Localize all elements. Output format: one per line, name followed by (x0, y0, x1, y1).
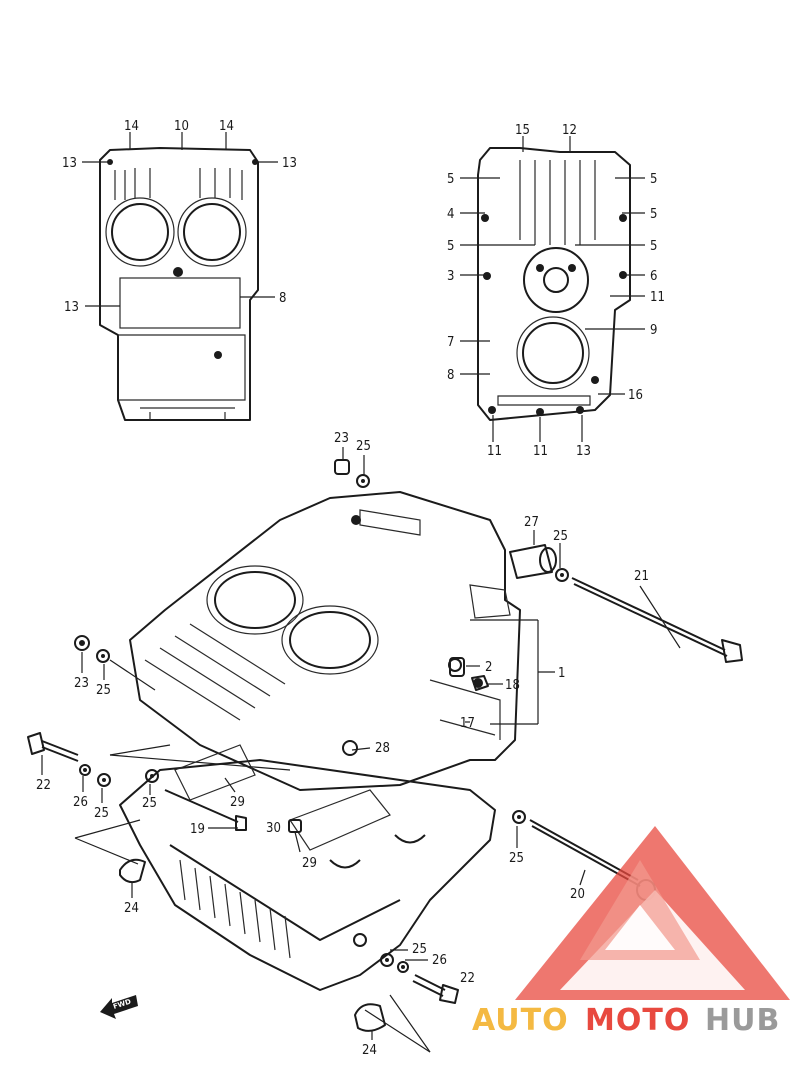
label-8: 8 (279, 291, 286, 306)
logo-text-auto: AUTO (472, 1003, 569, 1038)
label-13: 13 (282, 156, 297, 171)
label-25: 25 (94, 806, 109, 821)
label-5: 5 (650, 172, 657, 187)
label-25: 25 (356, 439, 371, 454)
label-5: 5 (650, 207, 657, 222)
label-25: 25 (553, 529, 568, 544)
label-21: 21 (634, 569, 649, 584)
label-20: 20 (570, 887, 585, 902)
forward-arrow-icon: FWD (100, 995, 138, 1019)
label-9: 9 (650, 323, 657, 338)
label-23: 23 (334, 431, 349, 446)
label-13: 13 (576, 444, 591, 459)
label-24: 24 (362, 1043, 377, 1058)
label-12: 12 (562, 123, 577, 138)
label-29: 29 (302, 856, 317, 871)
label-5: 5 (447, 172, 454, 187)
label-27: 27 (524, 515, 539, 530)
label-3: 3 (447, 269, 454, 284)
upper-right-leader-lines (460, 136, 645, 395)
label-5: 5 (447, 239, 454, 254)
logo-text-moto: MOTO (585, 1003, 690, 1038)
label-29: 29 (230, 795, 245, 810)
label-15: 15 (515, 123, 530, 138)
label-14: 14 (219, 119, 234, 134)
automotohub-logo: AUTO MOTO HUB (472, 826, 790, 1038)
label-26: 26 (432, 953, 447, 968)
label-23: 23 (74, 676, 89, 691)
label-4: 4 (447, 207, 454, 222)
upper-left-leader-lines (82, 132, 278, 307)
label-25: 25 (142, 796, 157, 811)
upper-case-top-view (99, 147, 259, 421)
label-25: 25 (412, 942, 427, 957)
upper-crankcase-half (129, 491, 521, 791)
label-13: 13 (62, 156, 77, 171)
label-1: 1 (558, 666, 565, 681)
label-19: 19 (190, 822, 205, 837)
label-22: 22 (36, 778, 51, 793)
label-26: 26 (73, 795, 88, 810)
label-10: 10 (174, 119, 189, 134)
label-5: 5 (650, 239, 657, 254)
label-2: 2 (485, 660, 492, 675)
label-25: 25 (509, 851, 524, 866)
label-25: 25 (96, 683, 111, 698)
label-24: 24 (124, 901, 139, 916)
label-18: 18 (505, 678, 520, 693)
lower-case-bottom-view (477, 147, 631, 421)
logo-text-hub: HUB (705, 1003, 780, 1038)
label-11: 11 (533, 444, 548, 459)
main-leader-lines (41, 447, 681, 1053)
label-11: 11 (650, 290, 665, 305)
label-14: 14 (124, 119, 139, 134)
lower-crankcase-half (119, 744, 496, 991)
label-6: 6 (650, 269, 657, 284)
label-13: 13 (64, 300, 79, 315)
label-28: 28 (375, 741, 390, 756)
label-16: 16 (628, 388, 643, 403)
label-30: 30 (266, 821, 281, 836)
label-8: 8 (447, 368, 454, 383)
label-11: 11 (487, 444, 502, 459)
label-17: 17 (460, 716, 475, 731)
label-7: 7 (447, 335, 454, 350)
label-22: 22 (460, 971, 475, 986)
